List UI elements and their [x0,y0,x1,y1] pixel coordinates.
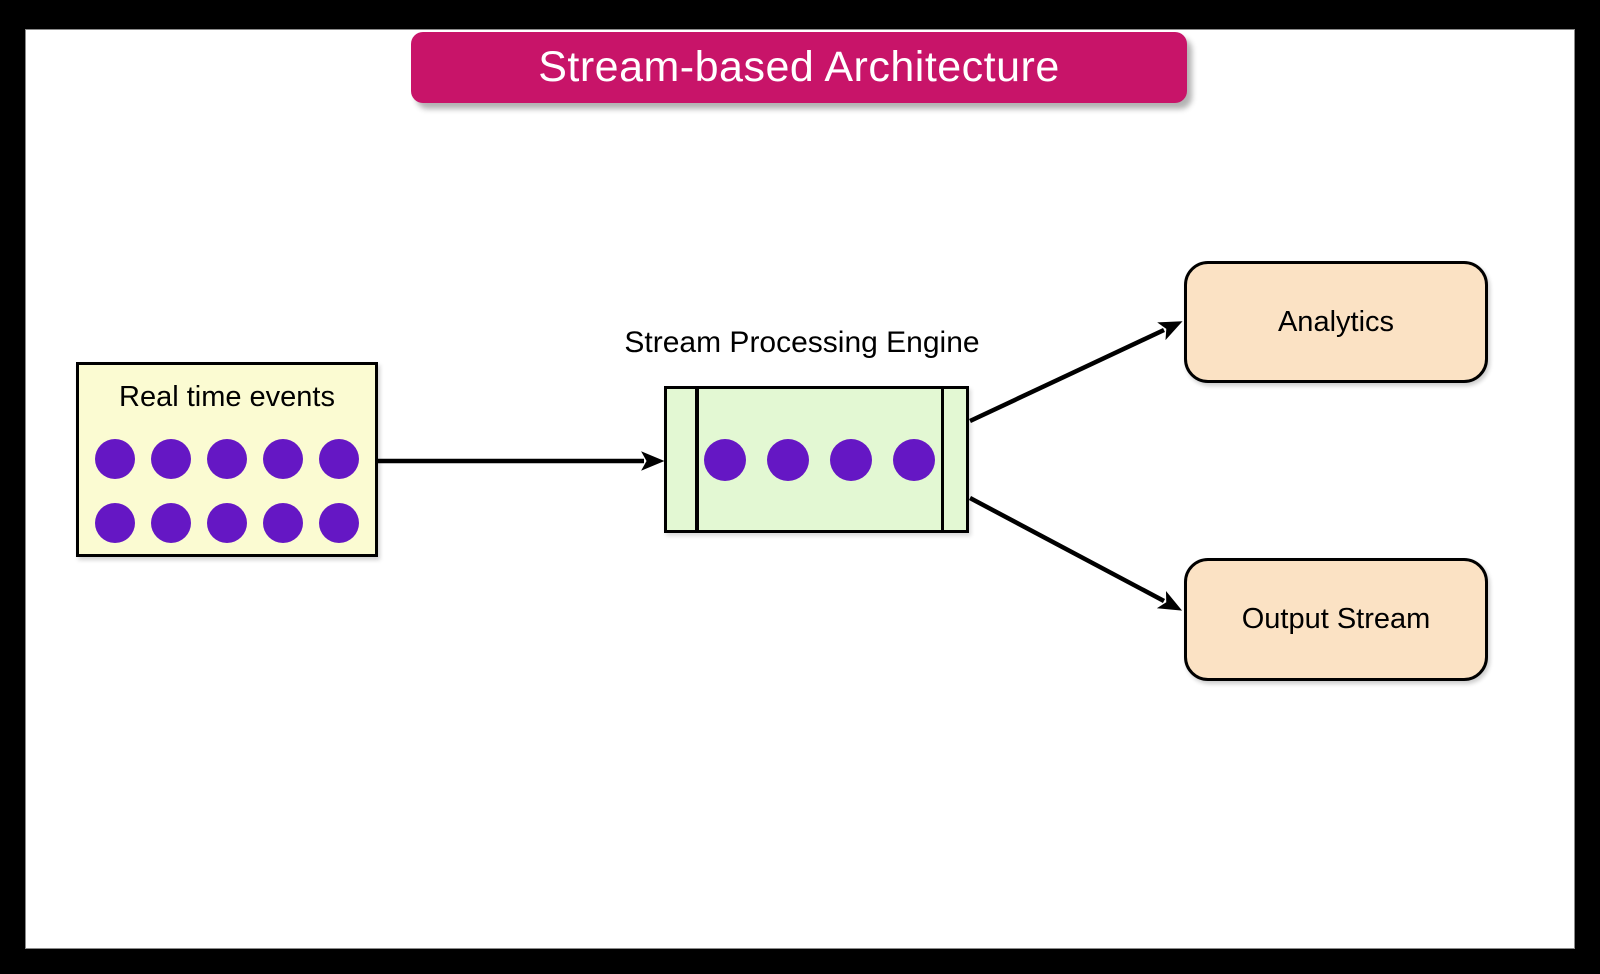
event-dot [767,438,809,481]
event-dot [95,503,135,543]
real-time-events-box: Real time events [76,362,378,557]
stream-processing-engine-box [664,386,969,533]
event-dot-row [95,439,359,479]
page-title: Stream-based Architecture [538,43,1060,91]
event-dot [95,439,135,479]
event-dot [830,438,872,481]
event-dot [151,439,191,479]
output-stream-label: Output Stream [1241,603,1431,635]
event-dot [151,503,191,543]
event-dot [207,503,247,543]
real-time-events-label: Real time events [119,381,335,413]
diagram-canvas: Stream-based Architecture Real time even… [25,29,1575,949]
event-dot [319,503,359,543]
engine-label: Stream Processing Engine [624,326,980,359]
event-dot [893,438,935,481]
arrow-engine-to-output-stream [968,496,1183,611]
event-dot [263,503,303,543]
event-dot [263,439,303,479]
output-stream-box: Output Stream [1184,558,1488,681]
analytics-box: Analytics [1184,261,1488,383]
event-dot-row [95,503,359,543]
engine-dot-row [699,389,940,530]
analytics-label: Analytics [1277,305,1395,338]
event-dot [207,439,247,479]
event-dot [704,438,746,481]
engine-left-divider [695,389,699,530]
title-banner: Stream-based Architecture [411,32,1187,103]
engine-right-divider [940,389,944,530]
event-dot [319,439,359,479]
